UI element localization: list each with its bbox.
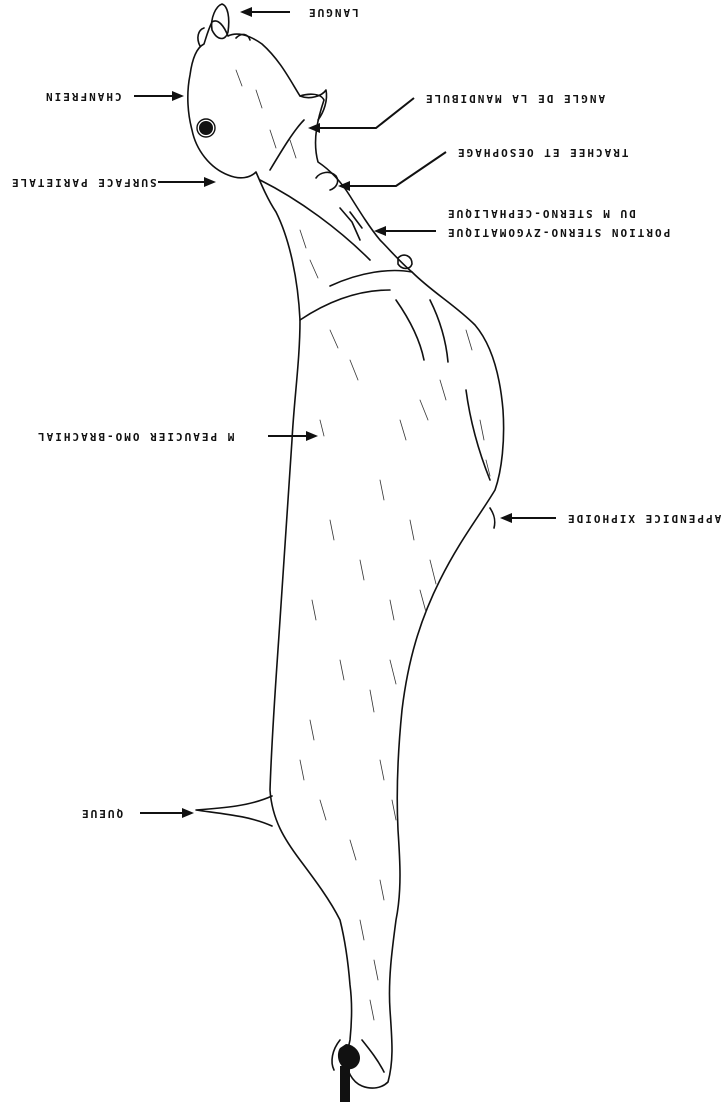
carcass-outline xyxy=(188,21,504,1088)
label-langue: LANGUE xyxy=(307,6,359,19)
label-peaucier: M PEAUCIER OMO-BRACHIAL xyxy=(36,430,234,443)
label-queue: QUEUE xyxy=(80,807,123,820)
label-angle-mandibule: ANGLE DE LA MANDIBULE xyxy=(424,92,605,105)
label-chanfrein: CHANFREIN xyxy=(44,90,122,103)
eye-icon xyxy=(199,121,213,135)
tail-shape xyxy=(196,796,272,826)
label-portion-line1: PORTION STERNO-ZYGOMATIQUE xyxy=(446,226,670,239)
ear-shape xyxy=(198,28,204,46)
label-xiphoide: APPENDICE XIPHOIDE xyxy=(566,512,721,525)
label-trachee: TRACHEE ET OESOPHAGE xyxy=(456,146,628,159)
label-portion-line2: DU M STERNO-CEPHALIQUE xyxy=(446,207,636,220)
label-surface-parietale: SURFACE PARIETALE xyxy=(10,176,157,189)
